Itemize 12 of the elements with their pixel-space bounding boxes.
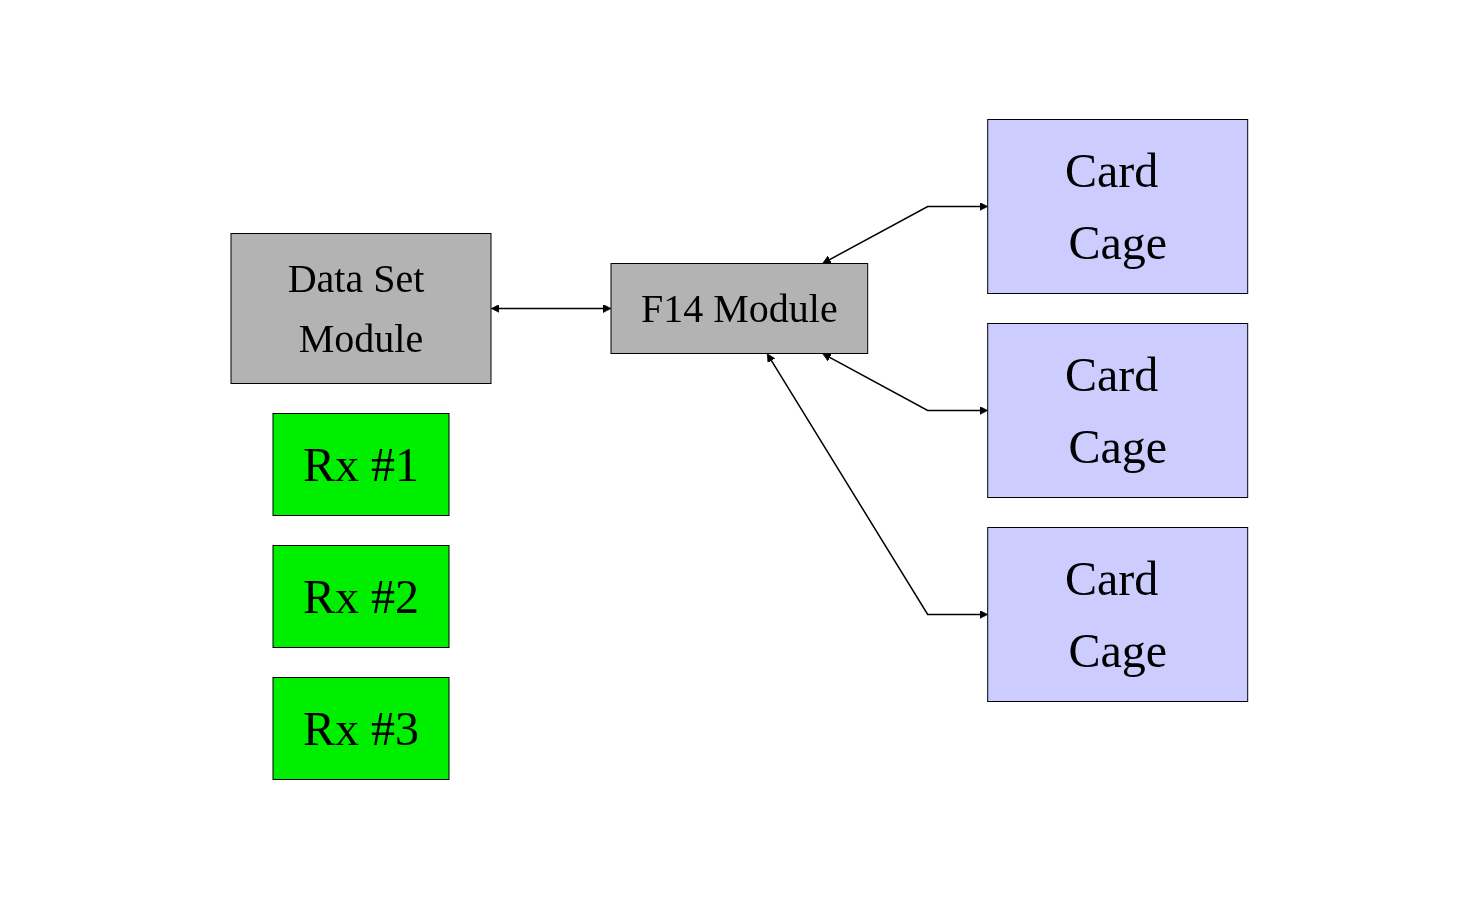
node-box: Rx #2 bbox=[272, 545, 450, 648]
node-box: Card Cage bbox=[987, 119, 1249, 294]
arrow bbox=[767, 353, 989, 619]
node-box: Data Set Module bbox=[230, 233, 492, 384]
arrow bbox=[822, 353, 989, 415]
node-box: Card Cage bbox=[987, 323, 1249, 498]
arrow bbox=[822, 202, 989, 264]
arrow bbox=[491, 304, 612, 313]
node-box: F14 Module bbox=[610, 263, 869, 354]
node-box: Card Cage bbox=[987, 527, 1249, 702]
node-box: Rx #3 bbox=[272, 677, 450, 780]
node-box: Rx #1 bbox=[272, 413, 450, 516]
